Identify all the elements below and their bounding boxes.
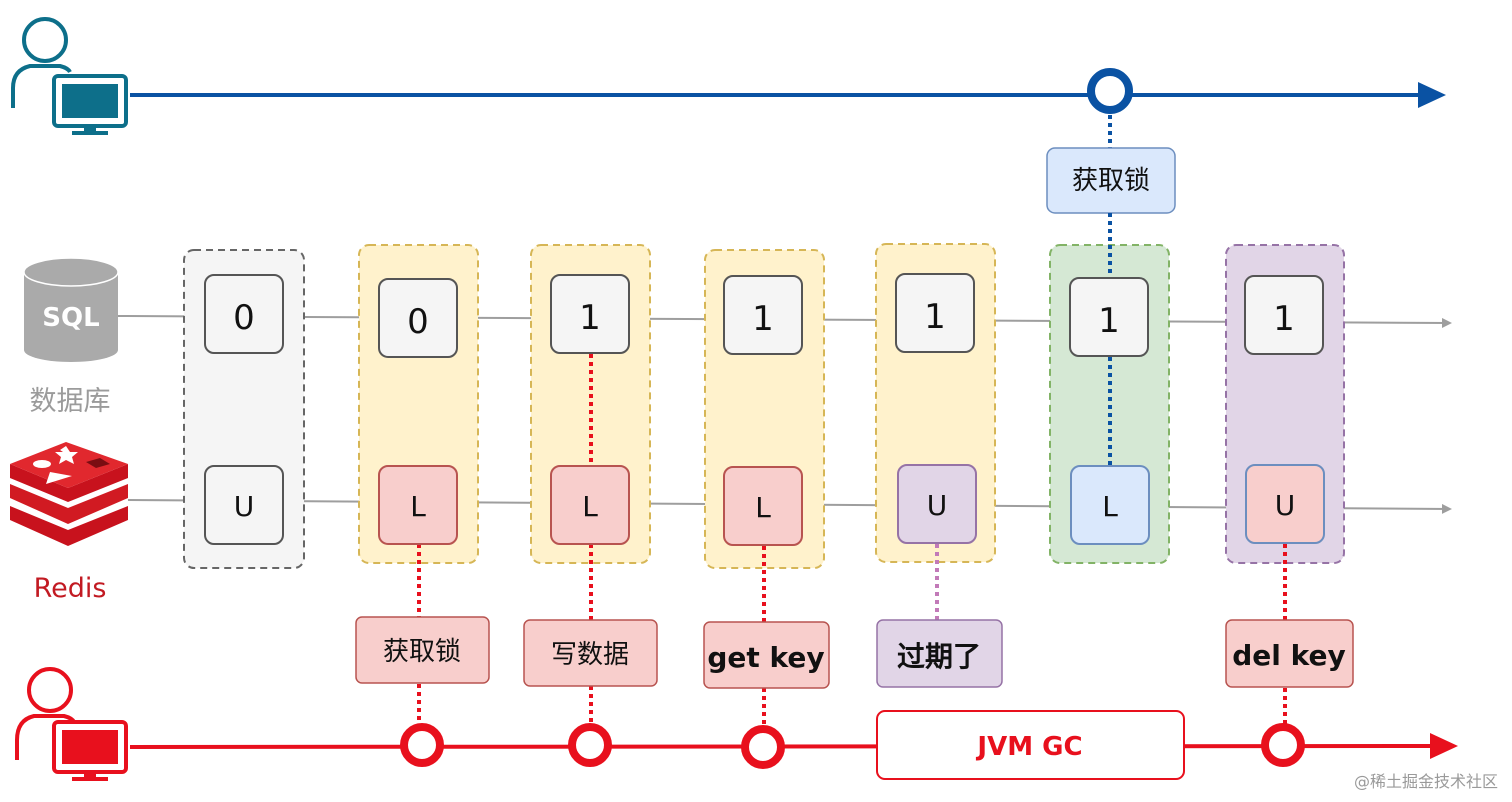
db-value-1: 0 <box>407 302 429 342</box>
sql-logo-text: SQL <box>42 303 99 333</box>
db-value-3: 1 <box>752 299 774 339</box>
db-value-0: 0 <box>233 298 255 338</box>
database-icon: SQL <box>23 257 119 362</box>
redis-value-1: L <box>410 490 426 523</box>
redis-value-0: U <box>234 490 255 523</box>
client-b-node-2 <box>568 723 612 767</box>
db-value-5: 1 <box>1098 301 1120 341</box>
db-value-box-2: 1 <box>550 274 630 354</box>
redis-value-box-0: U <box>204 465 284 545</box>
client-b-timeline-arrow <box>1430 733 1458 759</box>
client-b-icon <box>15 667 128 781</box>
client-b-node-3 <box>741 725 785 769</box>
redis-value-5: L <box>1102 490 1118 523</box>
event-label-4: 过期了 <box>897 640 981 673</box>
client-b-node-6 <box>1261 723 1305 767</box>
db-value-box-5: 1 <box>1069 277 1149 357</box>
event-label-1: 获取锁 <box>383 637 461 667</box>
event-label-2: 写数据 <box>551 640 629 670</box>
top-event-node <box>1087 68 1133 114</box>
event-box-6: del key <box>1225 619 1354 688</box>
redis-value-6: U <box>1275 489 1296 522</box>
client-a-icon <box>11 17 128 135</box>
db-value-box-4: 1 <box>895 273 975 353</box>
db-value-box-6: 1 <box>1244 275 1324 355</box>
database-label: 数据库 <box>30 386 111 417</box>
redis-value-box-1: L <box>378 465 458 545</box>
watermark: @稀土掘金技术社区 <box>1353 772 1498 791</box>
redis-value-box-2: L <box>550 465 630 545</box>
event-box-3: get key <box>703 621 830 689</box>
redis-icon <box>10 442 128 546</box>
redis-value-box-6: U <box>1245 464 1325 544</box>
db-value-2: 1 <box>579 298 601 338</box>
event-box-2: 写数据 <box>523 619 658 687</box>
client-a-timeline-arrow <box>1418 82 1446 108</box>
event-box-1: 获取锁 <box>355 616 490 684</box>
event-box-4: 过期了 <box>876 619 1003 688</box>
top-event-label: 获取锁 <box>1072 166 1150 196</box>
db-value-box-0: 0 <box>204 274 284 354</box>
redis-value-box-4: U <box>897 464 977 544</box>
client-b-node-1 <box>400 723 444 767</box>
redis-label: Redis <box>34 573 107 604</box>
redis-value-4: U <box>927 489 948 522</box>
redis-value-box-5: L <box>1070 465 1150 545</box>
redis-value-2: L <box>582 490 598 523</box>
event-label-6: del key <box>1232 639 1346 672</box>
db-value-6: 1 <box>1273 299 1295 339</box>
db-value-4: 1 <box>924 297 946 337</box>
db-value-box-1: 0 <box>378 278 458 358</box>
redis-value-box-3: L <box>723 466 803 546</box>
top-event-box: 获取锁 <box>1046 147 1176 214</box>
gc-label: JVM GC <box>975 732 1082 762</box>
db-value-box-3: 1 <box>723 275 803 355</box>
gc-box: JVM GC <box>876 710 1185 780</box>
event-label-3: get key <box>707 641 824 674</box>
redis-value-3: L <box>755 491 771 524</box>
